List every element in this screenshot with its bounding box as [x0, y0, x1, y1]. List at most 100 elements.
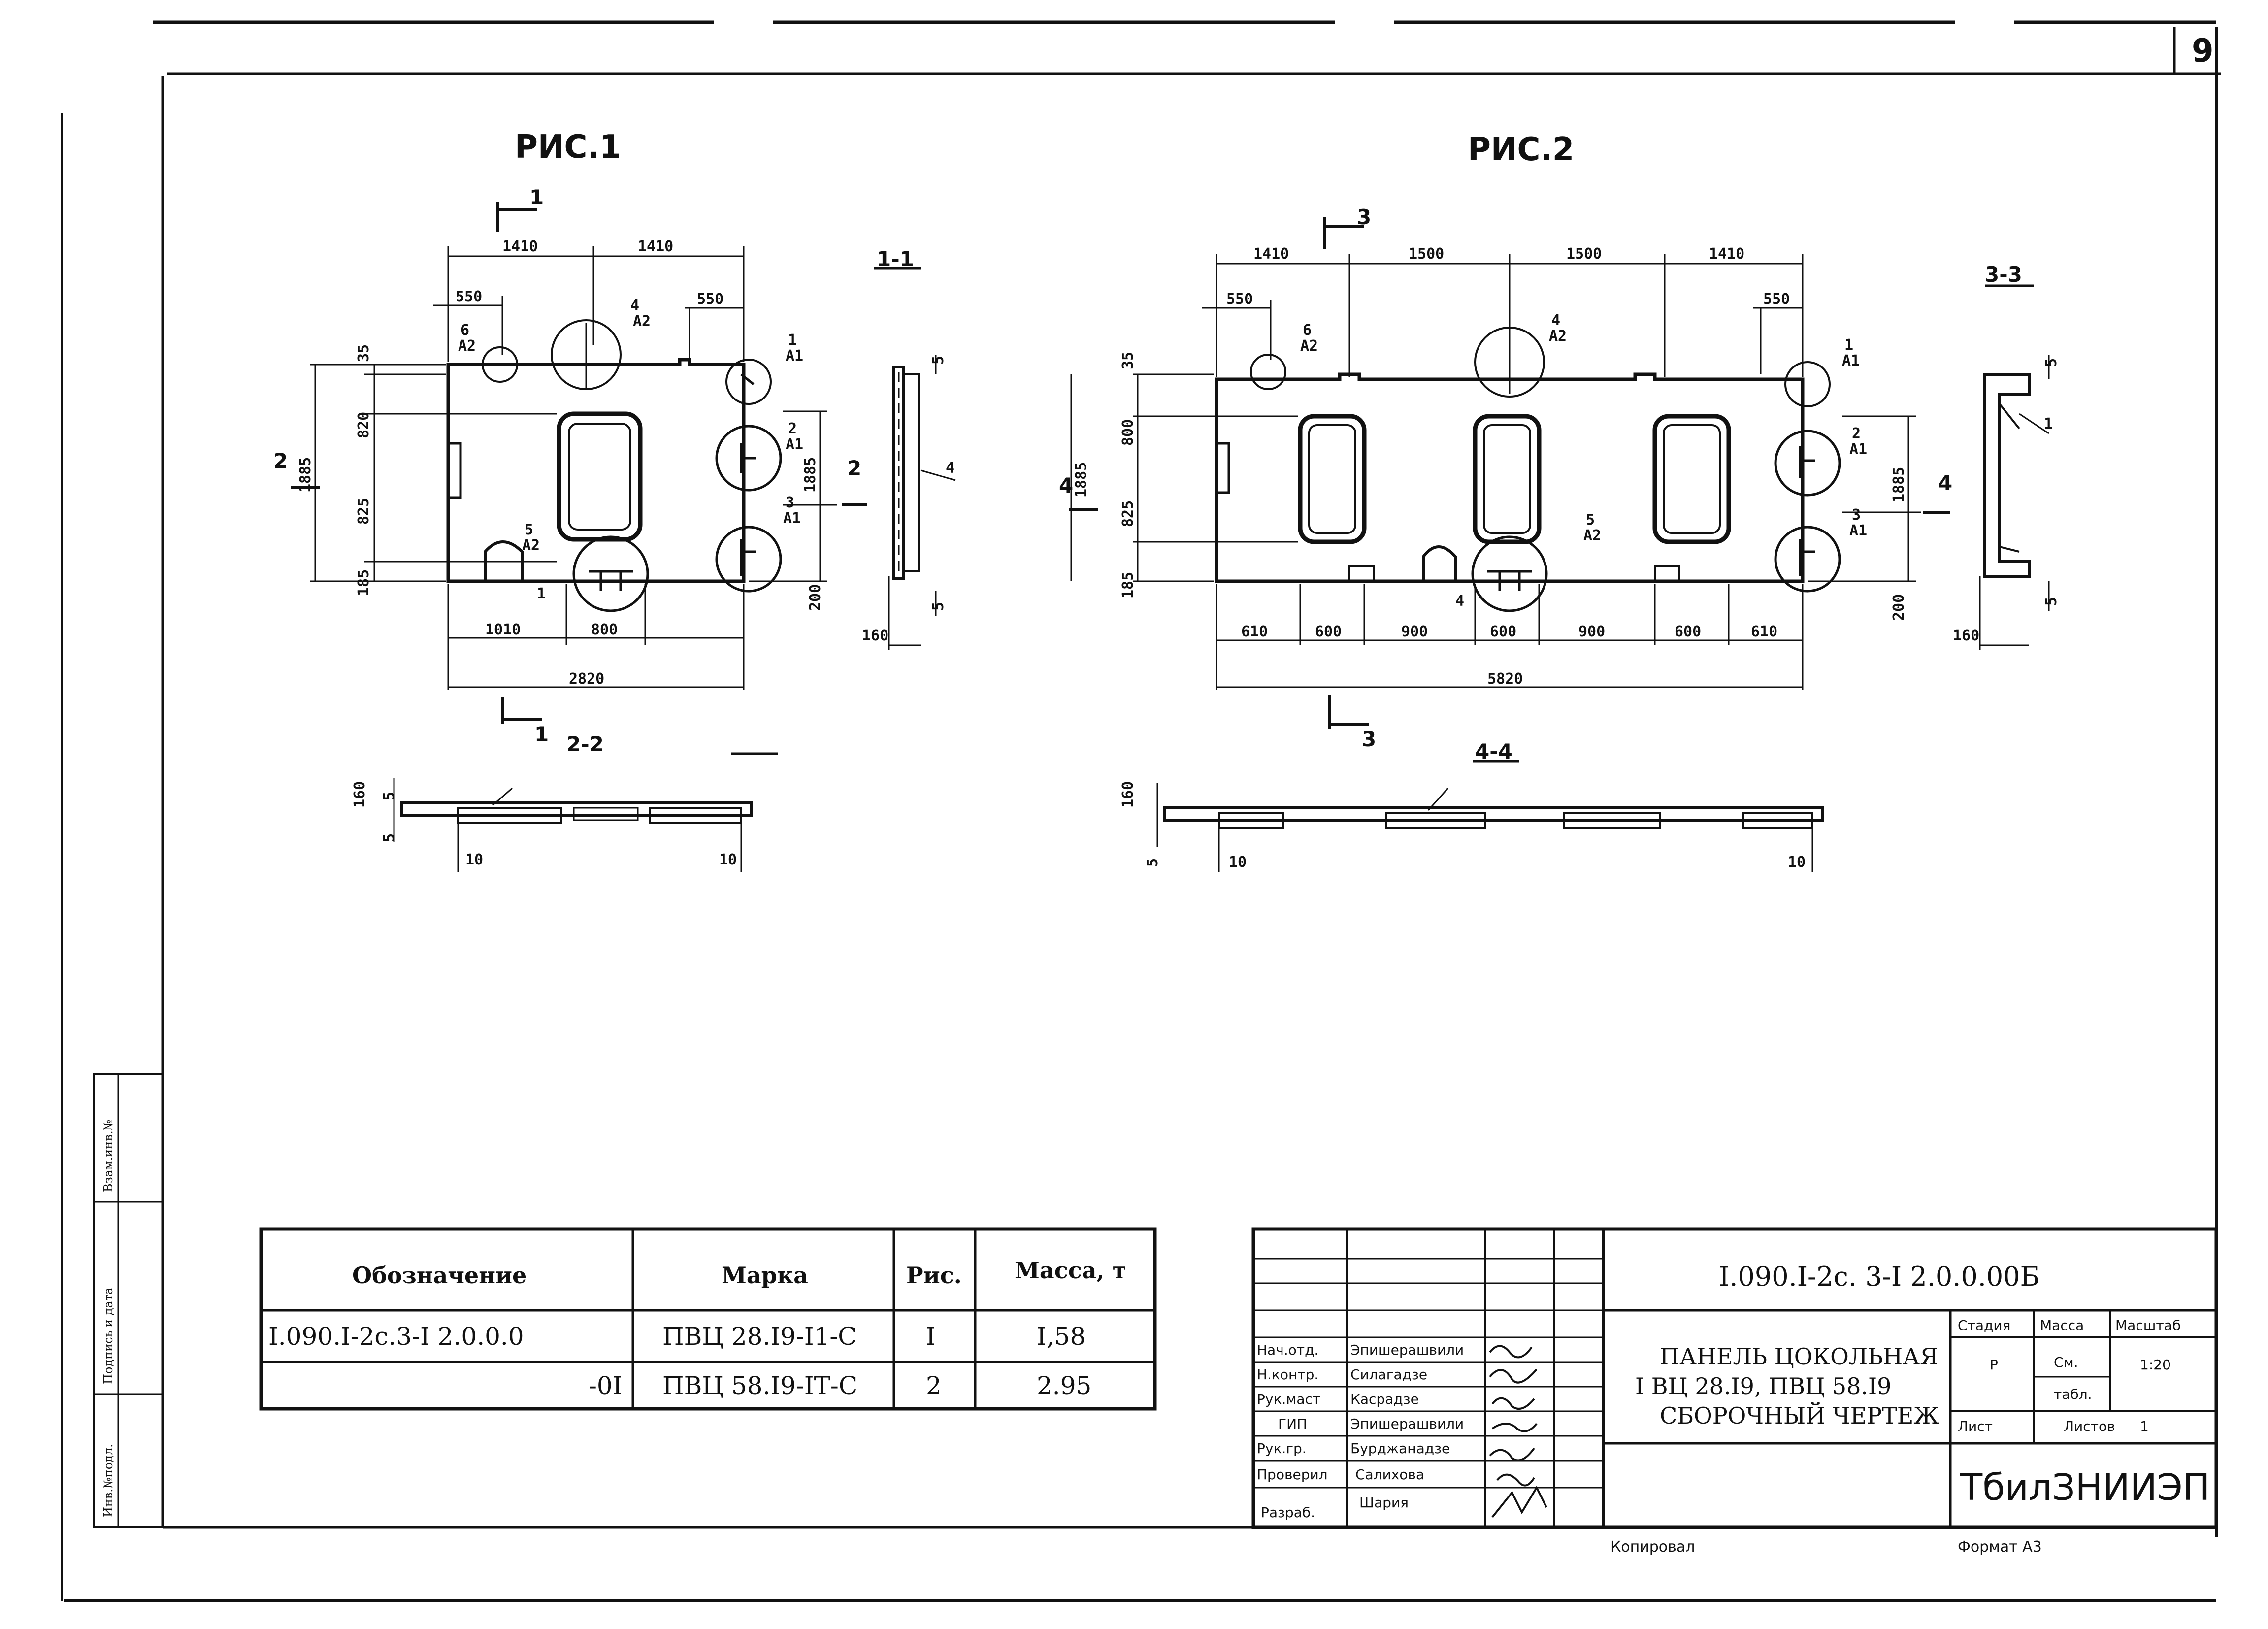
- dim-label: 610: [1751, 623, 1777, 640]
- dim-label: 1885: [802, 457, 819, 493]
- dim-label: 160: [1953, 627, 1979, 644]
- callout-number: 6: [1303, 322, 1312, 339]
- figure-1-labels: РИС.1 1-1 2-2 1 1 2 2 1410 1410 550 550 …: [273, 129, 954, 868]
- copied-label: Копировал: [1611, 1538, 1695, 1556]
- callout-ref: А1: [786, 436, 803, 453]
- dim-label: 1500: [1409, 245, 1444, 263]
- dim-label: 900: [1578, 623, 1605, 640]
- figure-1-cut-bottom: 1: [534, 722, 549, 746]
- stage-value: Р: [1990, 1357, 1998, 1373]
- callout-ref: А1: [786, 347, 803, 365]
- sheet-label: Лист: [1958, 1418, 1993, 1434]
- figure-2-cut-right: 4: [1938, 471, 1952, 495]
- callout-ref: А2: [1300, 337, 1318, 355]
- callout-number: 5: [1586, 511, 1595, 529]
- scale-value: 1:20: [2140, 1357, 2171, 1373]
- side-label-sign: Подпись и дата: [101, 1287, 115, 1384]
- title-block-text: I.090.I-2с. 3-I 2.0.0.00Б ПАНЕЛЬ ЦОКОЛЬН…: [1257, 1261, 2210, 1556]
- callout-ref: А2: [1583, 527, 1601, 544]
- dim-label: 185: [355, 569, 372, 596]
- sheets-label: Листов: [2064, 1418, 2115, 1434]
- callout-number: 2: [788, 420, 797, 437]
- dim-label: 10: [465, 851, 483, 868]
- table-cell: 2.95: [1037, 1371, 1091, 1400]
- callout-ref: А2: [1549, 328, 1567, 345]
- dim-label: 1410: [638, 238, 673, 255]
- dim-label: 160: [862, 627, 888, 644]
- figure-2-cut-left: 4: [1059, 473, 1073, 498]
- figure-1-cut-left: 2: [273, 449, 288, 473]
- stamp-role: Нач.отд.: [1257, 1342, 1318, 1358]
- stage-label: Стадия: [1958, 1317, 2010, 1333]
- stamp-role: Рук.маст: [1257, 1391, 1320, 1407]
- table-cell: I: [926, 1322, 936, 1351]
- figure-2-section-4-4: [1156, 760, 1824, 872]
- side-label-inv: Инв.№подл.: [101, 1444, 115, 1517]
- callout-ref: А1: [1842, 352, 1860, 369]
- figure-2-section-main-label: 3-3: [1985, 263, 2022, 287]
- figure-2-cut-top: 3: [1357, 205, 1371, 229]
- callout-number: 3: [786, 494, 794, 511]
- table-cell: ПВЦ 28.I9-I1-С: [662, 1322, 857, 1351]
- stamp-role: Н.контр.: [1257, 1366, 1318, 1383]
- item-number: 1: [537, 585, 546, 602]
- dim-label: 10: [1788, 854, 1806, 871]
- callout-ref: А2: [458, 337, 476, 355]
- dim-label: 1010: [485, 621, 521, 638]
- stamp-name: Силагадзе: [1350, 1366, 1427, 1383]
- figure-1-section-1-1: [874, 267, 956, 650]
- figure-2-section-3-3: [1979, 284, 2050, 650]
- dim-label: 10: [1229, 854, 1247, 871]
- stamp-role: Проверил: [1257, 1466, 1328, 1483]
- item-number: 1: [2044, 415, 2053, 432]
- side-stamp: Инв.№подл. Подпись и дата Взам.инв.№: [93, 1073, 164, 1528]
- stamp-name: Касрадзе: [1350, 1391, 1419, 1407]
- dim-label: 2820: [569, 670, 604, 688]
- table-cell: -0I: [589, 1371, 622, 1400]
- figure-2-section-bottom-label: 4-4: [1475, 739, 1512, 764]
- figure-1-caption: РИС.1: [515, 129, 621, 166]
- dim-label: 10: [719, 851, 737, 868]
- callout-number: 1: [1844, 336, 1853, 354]
- dim-label: 5: [381, 792, 398, 800]
- callout-number: 2: [1852, 425, 1861, 442]
- dim-label: 1500: [1566, 245, 1602, 263]
- dim-label: 825: [1119, 500, 1137, 527]
- side-label-replace: Взам.инв.№: [101, 1120, 115, 1192]
- callout-number: 1: [788, 332, 797, 349]
- dim-label: 5820: [1487, 670, 1523, 688]
- title-block: [1251, 1227, 2218, 1529]
- dim-label: 1410: [1253, 245, 1289, 263]
- figure-2-caption: РИС.2: [1468, 132, 1574, 168]
- dim-label: 200: [807, 584, 824, 611]
- callout-ref: А1: [1849, 441, 1867, 458]
- scale-label: Масштаб: [2115, 1317, 2181, 1333]
- page-number: 9: [2192, 33, 2214, 69]
- callout-ref: А2: [633, 313, 651, 330]
- callout-ref: А2: [522, 537, 540, 554]
- figure-1: [291, 202, 867, 724]
- spec-header-mark: Марка: [722, 1262, 808, 1289]
- table-cell: 2: [926, 1371, 942, 1400]
- figure-2-cut-bottom: 3: [1362, 727, 1376, 751]
- dim-label: 550: [456, 288, 482, 305]
- figure-1-cut-top: 1: [529, 185, 544, 209]
- dim-label: 200: [1890, 594, 1907, 621]
- table-cell: ПВЦ 58.I9-IТ-С: [662, 1371, 857, 1400]
- dim-label: 185: [1119, 572, 1137, 598]
- table-cell: I.090.I-2с.3-I 2.0.0.0: [268, 1322, 524, 1351]
- dim-label: 550: [1226, 291, 1253, 308]
- callout-number: 4: [1551, 312, 1560, 329]
- dim-label: 1410: [1709, 245, 1744, 263]
- callout-ref: А1: [783, 510, 801, 527]
- dim-label: 800: [1119, 419, 1137, 446]
- format-label: Формат А3: [1958, 1538, 2042, 1556]
- item-number: 4: [946, 460, 954, 477]
- organization-name: ТбилЗНИИЭП: [1960, 1466, 2210, 1509]
- spec-header-figure: Рис.: [906, 1262, 962, 1289]
- dim-label: 160: [1119, 781, 1137, 808]
- document-code: I.090.I-2с. 3-I 2.0.0.00Б: [1719, 1261, 2039, 1292]
- drawing-title-line: ПАНЕЛЬ ЦОКОЛЬНАЯ: [1660, 1343, 1938, 1370]
- dim-label: 1885: [1890, 467, 1907, 502]
